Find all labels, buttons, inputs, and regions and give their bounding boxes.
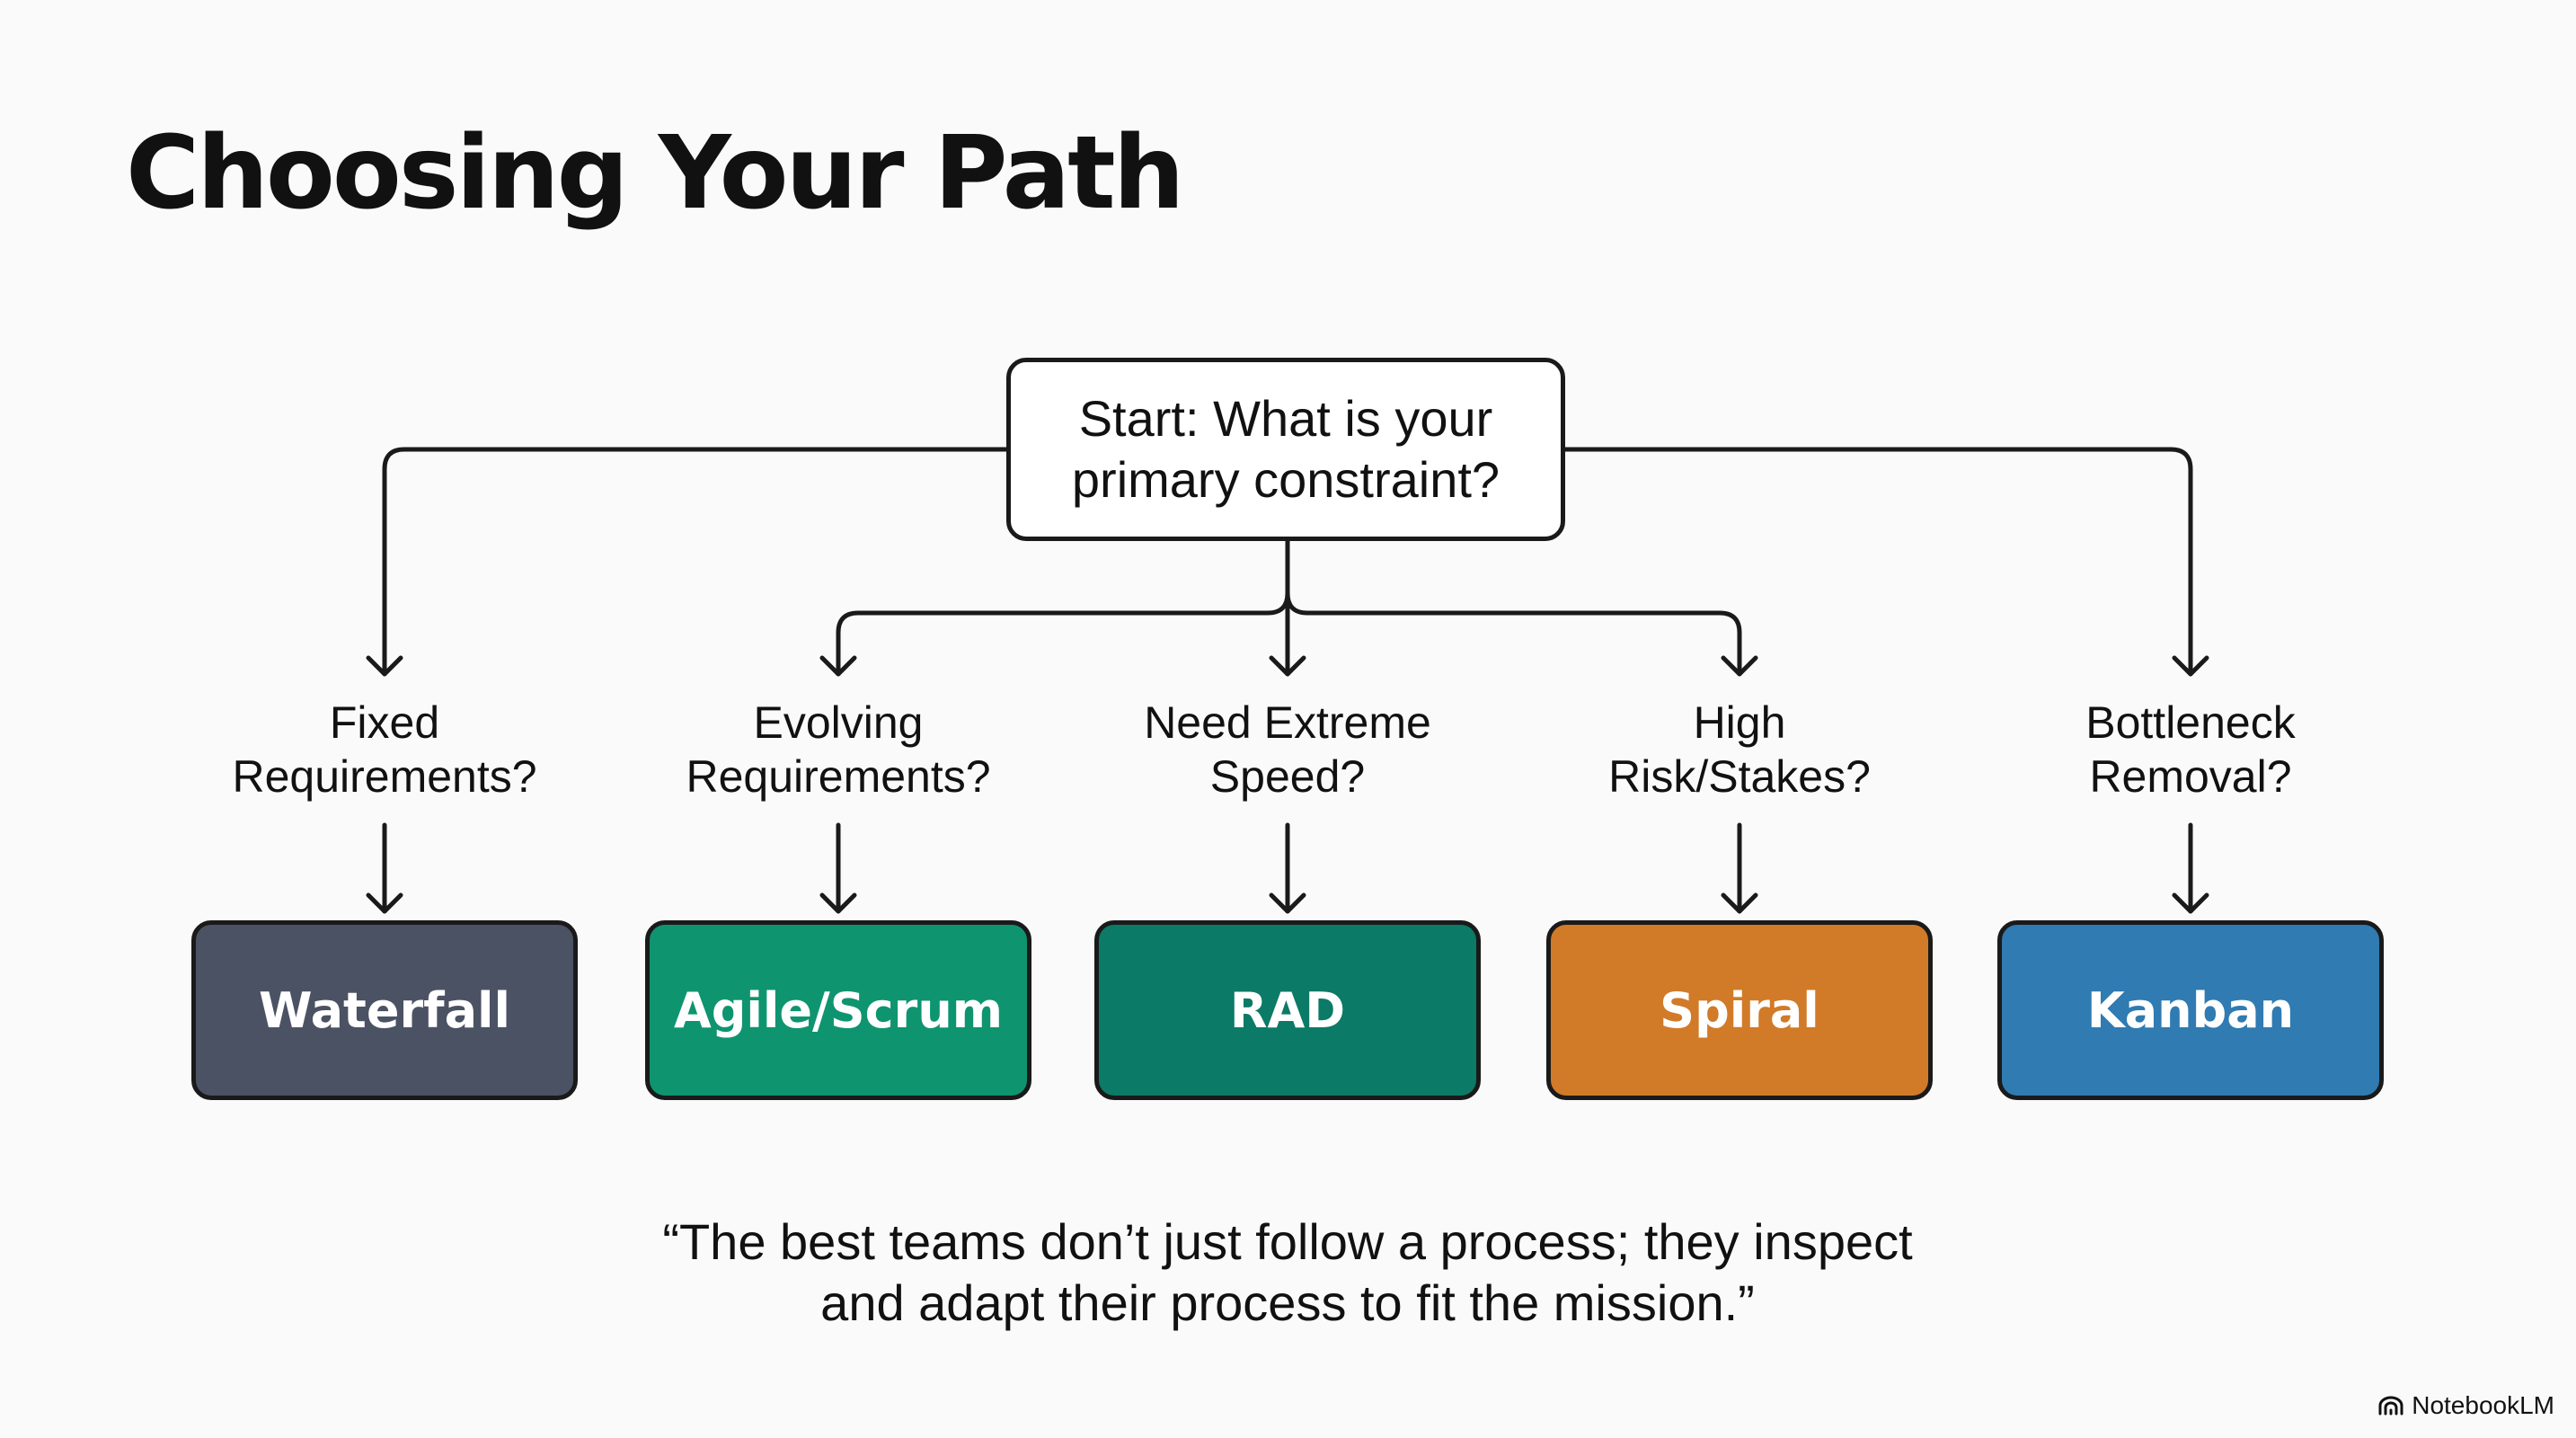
footer-brand-label: NotebookLM [2412, 1391, 2554, 1419]
arrowhead-agile [819, 892, 857, 914]
connector-fork-to-evolving [836, 590, 1290, 677]
start-node-line-2: primary constraint? [1071, 451, 1500, 508]
arrowhead-evolving [819, 655, 857, 677]
connector-fork-to-risk [1285, 590, 1742, 677]
question-fixed-requirements: Fixed Requirements? [232, 697, 537, 802]
slide-title: Choosing Your Path [126, 115, 1184, 232]
quote-line-2: and adapt their process to fit the missi… [820, 1274, 1755, 1331]
question-high-risk: High Risk/Stakes? [1608, 697, 1871, 802]
method-rad: RAD [1094, 920, 1481, 1100]
arrowhead-risk [1721, 655, 1758, 677]
start-node: Start: What is your primary constraint? [1006, 358, 1565, 541]
notebooklm-logo-icon [2378, 1396, 2403, 1416]
method-waterfall: Waterfall [191, 920, 578, 1100]
closing-quote: “The best teams don’t just follow a proc… [449, 1212, 2126, 1334]
arrowhead-spiral [1721, 892, 1758, 914]
arrowhead-rad [1269, 892, 1306, 914]
connector-start-to-fixed [382, 447, 1009, 677]
arrowhead-kanban [2172, 892, 2209, 914]
arrowhead-speed [1269, 655, 1306, 677]
method-kanban: Kanban [1997, 920, 2384, 1100]
question-evolving-requirements: Evolving Requirements? [686, 697, 991, 802]
footer-brand: NotebookLM [2377, 1391, 2554, 1420]
connector-start-to-bottleneck [1562, 447, 2193, 677]
arrowhead-bottleneck [2172, 655, 2209, 677]
question-extreme-speed: Need Extreme Speed? [1144, 697, 1431, 802]
arrowhead-waterfall [366, 892, 403, 914]
method-spiral: Spiral [1546, 920, 1933, 1100]
question-bottleneck-removal: Bottleneck Removal? [2085, 697, 2296, 802]
start-node-line-1: Start: What is your [1078, 390, 1493, 447]
method-agile-scrum: Agile/Scrum [645, 920, 1031, 1100]
quote-line-1: “The best teams don’t just follow a proc… [662, 1213, 1913, 1270]
arrowhead-fixed [366, 655, 403, 677]
